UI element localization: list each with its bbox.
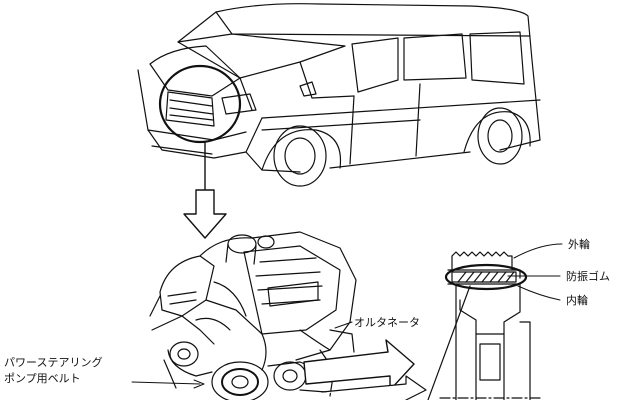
right-arrow xyxy=(303,339,415,391)
down-arrow xyxy=(183,189,227,239)
label-inner-ring: 内輪 xyxy=(566,294,588,307)
label-ps-belt-line2: ポンプ用ベルト xyxy=(4,372,81,385)
pulley-cross-section xyxy=(439,251,541,400)
minivan-illustration xyxy=(137,3,541,187)
leader-alternator xyxy=(334,321,353,329)
rubber-damper-highlight xyxy=(444,263,528,291)
label-alternator: オルタネータ xyxy=(354,316,420,329)
label-rubber-damper: 防振ゴム xyxy=(566,270,610,283)
leader-outer-ring xyxy=(513,243,563,259)
lower-arrow xyxy=(321,375,427,400)
leader-pulley xyxy=(427,285,471,400)
label-ps-belt-line1: パワーステアリング xyxy=(4,356,103,369)
leader-inner-ring xyxy=(517,285,561,301)
van-engine-highlight xyxy=(158,64,242,144)
label-outer-ring: 外輪 xyxy=(568,238,590,251)
leader-belt xyxy=(131,381,201,385)
